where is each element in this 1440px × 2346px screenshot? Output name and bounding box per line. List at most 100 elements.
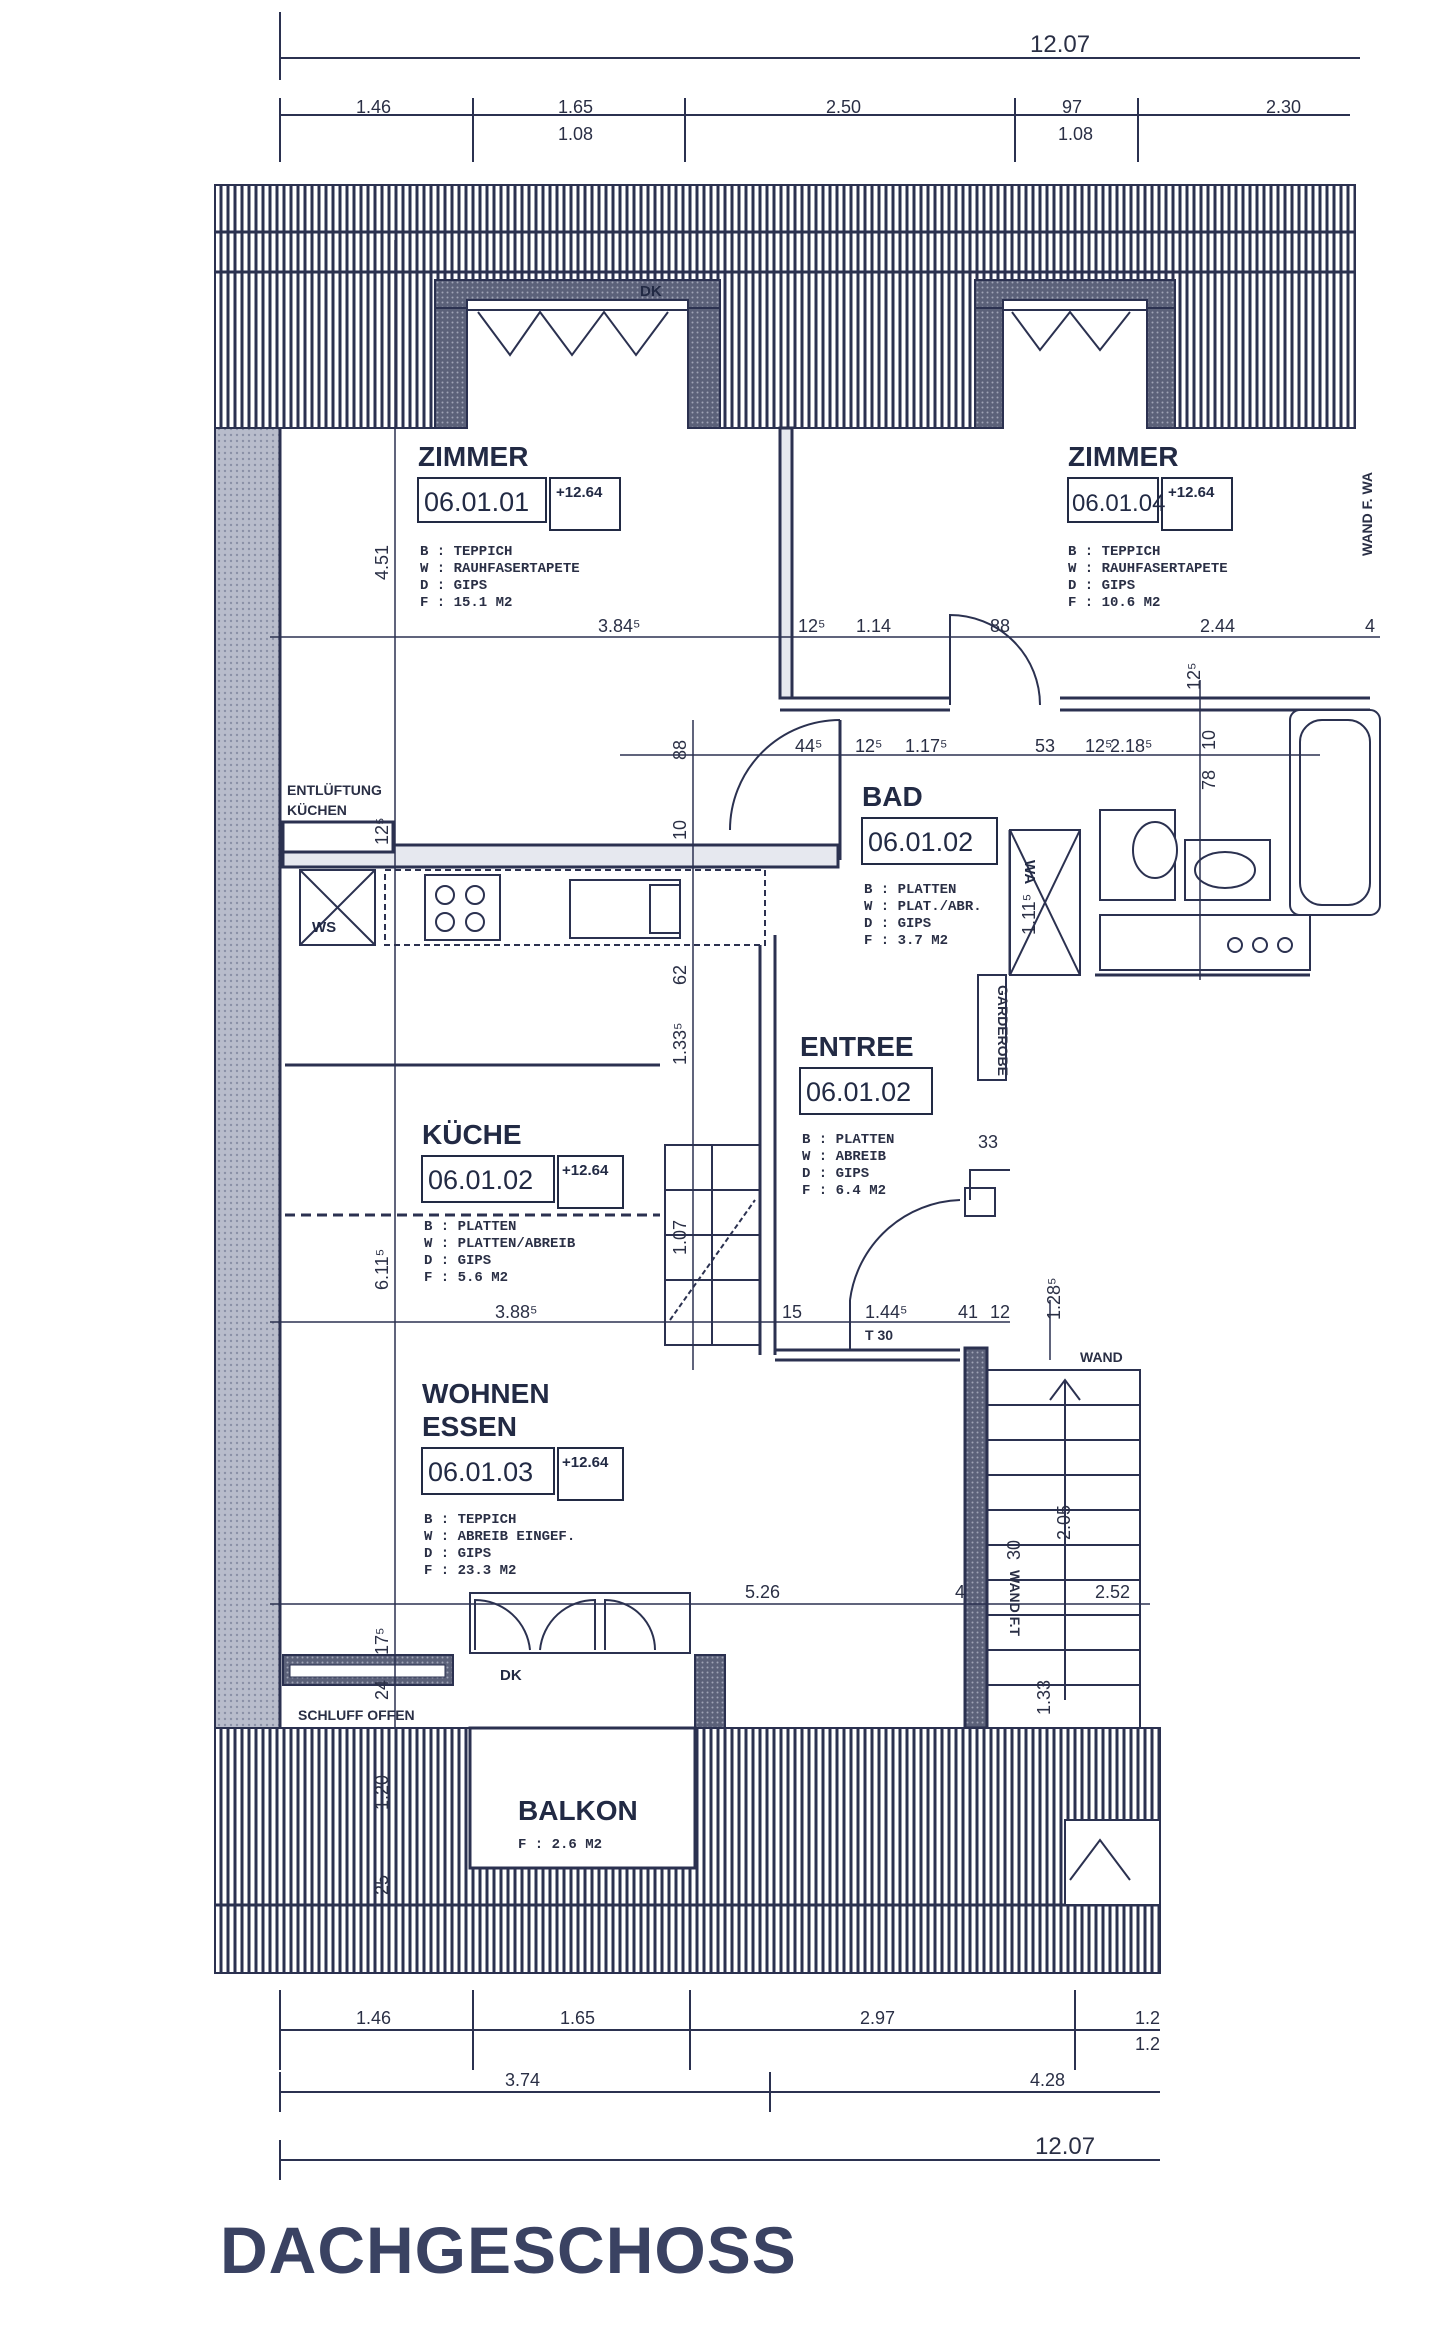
- dim-244: 2.44: [1200, 616, 1235, 636]
- room-code-zimmer-1: 06.01.01: [424, 487, 529, 517]
- bottom-dim-3: 2.97: [860, 2008, 895, 2028]
- dim-10b: 10: [670, 820, 690, 840]
- dim-133: 1.33⁵: [670, 1023, 690, 1066]
- top-dim-2: 1.65: [558, 97, 593, 117]
- room-code-kueche: 06.01.02: [428, 1165, 533, 1195]
- wand-label: WAND: [1080, 1349, 1123, 1365]
- dim-451: 4.51: [372, 545, 392, 580]
- spec-kueche-w: W : PLATTEN/ABREIB: [424, 1236, 576, 1252]
- kitchen-counter: [299, 869, 766, 946]
- top-dimension-chain: [279, 12, 1360, 162]
- top-dim-3: 2.50: [826, 97, 861, 117]
- spec-balkon-f: F : 2.6 M2: [518, 1837, 602, 1853]
- top-sub-dim-1: 1.08: [558, 124, 593, 144]
- dim-15: 15: [782, 1302, 802, 1322]
- spec-zimmer-2-f: F : 10.6 M2: [1068, 595, 1160, 611]
- staircase: [986, 1369, 1141, 1729]
- room-tag-zimmer-1: +12.64: [556, 484, 603, 501]
- bottom-dim-1: 1.46: [356, 2008, 391, 2028]
- dormer-left: [434, 279, 721, 430]
- interior-walls: [278, 426, 1370, 1730]
- spec-bad-b: B : PLATTEN: [864, 882, 956, 898]
- bath-fixtures: [1009, 709, 1381, 976]
- t30-label: T 30: [865, 1327, 893, 1343]
- bottom-row2-dim-1: 3.74: [505, 2070, 540, 2090]
- dim-88b: 88: [670, 740, 690, 760]
- room-name-kueche: KÜCHE: [422, 1119, 522, 1150]
- dim-388: 3.88⁵: [495, 1302, 538, 1322]
- dim-88: 88: [990, 616, 1010, 636]
- dim-133b: 1.33: [1034, 1680, 1054, 1715]
- spec-zimmer-2-b: B : TEPPICH: [1068, 544, 1160, 560]
- dim-30: 30: [1004, 1540, 1024, 1560]
- dk-label-top: DK: [640, 283, 662, 300]
- spec-zimmer-2-d: D : GIPS: [1068, 578, 1135, 594]
- spec-kueche-b: B : PLATTEN: [424, 1219, 516, 1235]
- bottom-dim-2: 1.65: [560, 2008, 595, 2028]
- floor-title: DACHGESCHOSS: [220, 2213, 797, 2287]
- garderobe-label: GARDEROBE: [995, 985, 1011, 1076]
- dim-17: 17⁵: [372, 1628, 392, 1655]
- garderobe: [977, 974, 1007, 1081]
- wa-label: WA: [1021, 860, 1038, 884]
- wand-f-label: WAND F. WA: [1359, 472, 1375, 556]
- entlueftung-label-2: KÜCHEN: [287, 802, 347, 818]
- dim-218: 2.18⁵: [1110, 736, 1153, 756]
- dim-1115: 1.11⁵: [1019, 894, 1039, 935]
- dim-205: 2.05: [1054, 1505, 1074, 1540]
- room-name-zimmer-2: ZIMMER: [1068, 441, 1178, 472]
- dim-25: 25: [372, 1875, 392, 1895]
- top-total-dim: 12.07: [1030, 31, 1090, 58]
- spec-zimmer-1-w: W : RAUHFASERTAPETE: [420, 561, 580, 577]
- room-name-bad: BAD: [862, 781, 923, 812]
- bottom-dim-4: 1.2: [1135, 2008, 1160, 2028]
- top-dim-5: 2.30: [1266, 97, 1301, 117]
- bottom-dimension-chain: [279, 1990, 1160, 2180]
- dk-label-balcony: DK: [500, 1667, 522, 1684]
- room-name-balkon: BALKON: [518, 1795, 638, 1826]
- ws-label: WS: [312, 919, 336, 936]
- dim-252: 2.52: [1095, 1582, 1130, 1602]
- top-dim-4: 97: [1062, 97, 1082, 117]
- dim-12c: 12⁵: [1085, 736, 1112, 756]
- room-name-wohnen: WOHNEN: [422, 1378, 550, 1409]
- spec-bad-w: W : PLAT./ABR.: [864, 899, 982, 915]
- room-tag-kueche: +12.64: [562, 1162, 609, 1179]
- spec-wohnen-d: D : GIPS: [424, 1546, 491, 1562]
- exterior-wall-left: [214, 427, 281, 1729]
- dim-12d: 12⁵: [1184, 663, 1204, 690]
- spec-wohnen-b: B : TEPPICH: [424, 1512, 516, 1528]
- dim-33: 33: [978, 1132, 998, 1152]
- spec-bad-f: F : 3.7 M2: [864, 933, 948, 949]
- dim-107: 1.07: [670, 1220, 690, 1255]
- dim-4a: 4: [1365, 616, 1375, 636]
- bottom-row2-dim-2: 4.28: [1030, 2070, 1065, 2090]
- spec-kueche-f: F : 5.6 M2: [424, 1270, 508, 1286]
- dim-117: 1.17⁵: [905, 736, 948, 756]
- room-name-zimmer-1: ZIMMER: [418, 441, 528, 472]
- spec-zimmer-2-w: W : RAUHFASERTAPETE: [1068, 561, 1228, 577]
- dim-62: 62: [670, 965, 690, 985]
- spec-entree-w: W : ABREIB: [802, 1149, 887, 1165]
- dim-12e: 12⁵: [372, 818, 392, 845]
- dim-4b: 4: [955, 1582, 965, 1602]
- wall-balcony-right: [694, 1654, 726, 1731]
- room-name-essen: ESSEN: [422, 1411, 517, 1442]
- spec-wohnen-w: W : ABREIB EINGEF.: [424, 1529, 575, 1545]
- room-code-wohnen: 06.01.03: [428, 1457, 533, 1487]
- spec-zimmer-1-f: F : 15.1 M2: [420, 595, 512, 611]
- spec-entree-f: F : 6.4 M2: [802, 1183, 886, 1199]
- spec-wohnen-f: F : 23.3 M2: [424, 1563, 516, 1579]
- dormer-right: [974, 279, 1176, 430]
- dim-53: 53: [1035, 736, 1055, 756]
- top-sub-dim-2: 1.08: [1058, 124, 1093, 144]
- top-dim-1: 1.46: [356, 97, 391, 117]
- spec-zimmer-1-b: B : TEPPICH: [420, 544, 512, 560]
- spec-bad-d: D : GIPS: [864, 916, 931, 932]
- dim-128: 1.28⁵: [1044, 1278, 1064, 1321]
- room-tag-zimmer-2: +12.64: [1168, 484, 1215, 501]
- room-code-zimmer-2: 06.01.04: [1072, 490, 1165, 517]
- spec-entree-b: B : PLATTEN: [802, 1132, 894, 1148]
- spec-entree-d: D : GIPS: [802, 1166, 869, 1182]
